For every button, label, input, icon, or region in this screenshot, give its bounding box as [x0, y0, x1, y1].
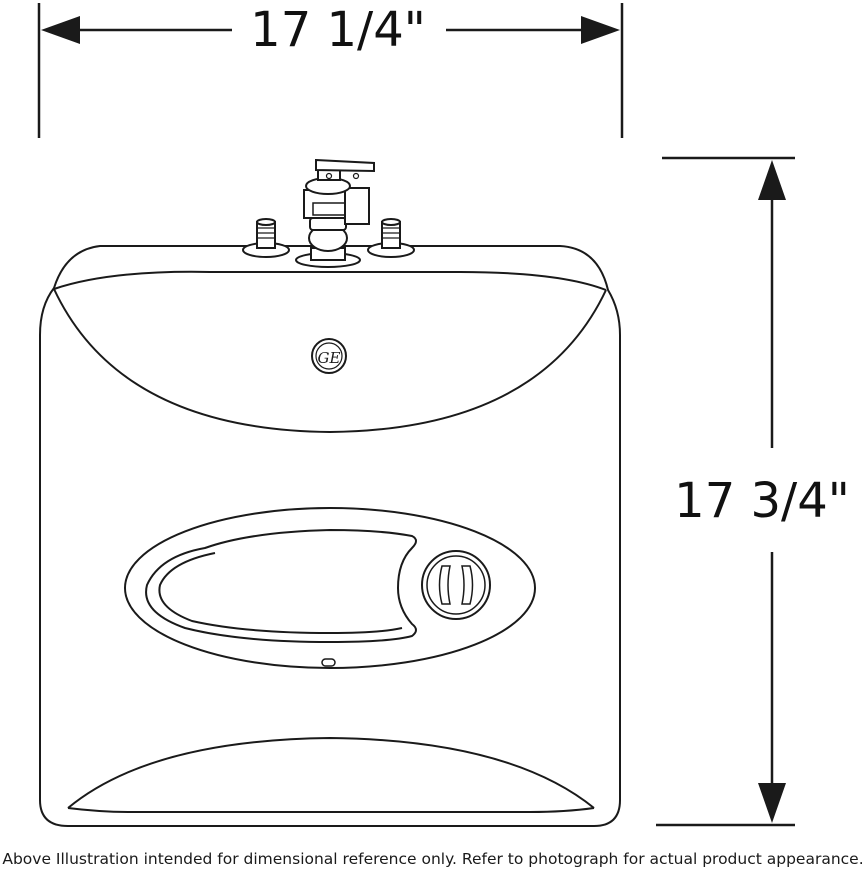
- water-heater: GE: [39, 158, 621, 827]
- width-arrow-left: [41, 16, 80, 44]
- right-water-fitting: [367, 218, 415, 258]
- width-dimension: [37, 3, 624, 138]
- indicator-light: [321, 658, 336, 667]
- bottom-panel-curve: [67, 736, 595, 809]
- top-cap-edge: [53, 270, 607, 291]
- top-panel-curve: [53, 288, 607, 434]
- height-arrow-top: [758, 160, 786, 200]
- width-label: 17 1/4": [250, 2, 426, 58]
- height-arrow-bottom: [758, 783, 786, 823]
- relief-valve: [295, 158, 375, 268]
- left-water-fitting: [242, 218, 290, 258]
- width-arrow-right: [581, 16, 620, 44]
- height-dimension: [656, 156, 795, 827]
- ge-logo-icon: GE: [311, 338, 347, 374]
- logo-text: GE: [318, 349, 341, 367]
- bottom-panel-edge: [67, 807, 595, 813]
- temperature-knob-icon[interactable]: [421, 550, 491, 620]
- height-label: 17 3/4": [674, 473, 850, 529]
- disclaimer-caption: Above Illustration intended for dimensio…: [2, 850, 864, 868]
- display-window-inner: [158, 552, 403, 635]
- display-window: [145, 528, 417, 644]
